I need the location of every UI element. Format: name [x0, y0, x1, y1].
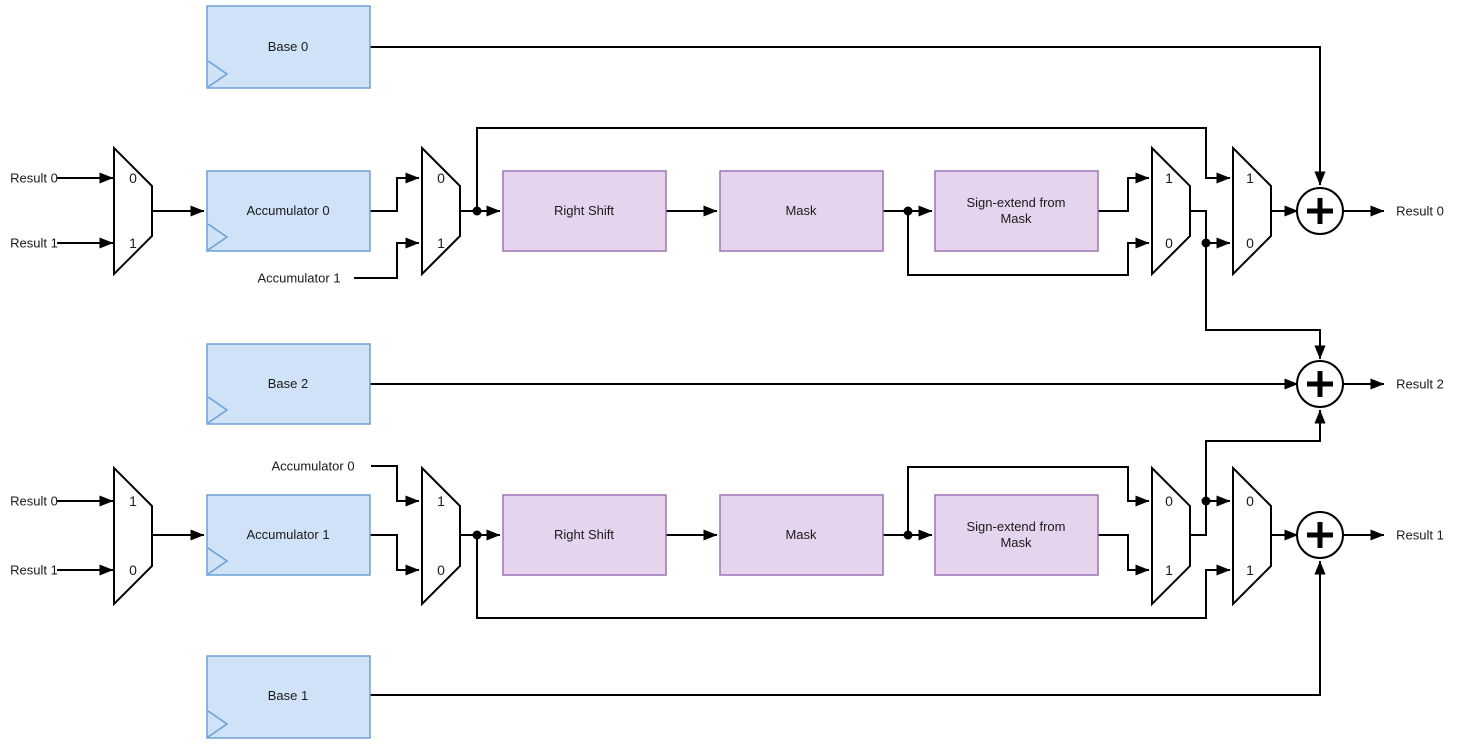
- clock-triangle-base1: [207, 710, 229, 738]
- wire-bottom-signextend-to-mux-signsel-1: [1097, 534, 1150, 576]
- feed-accumulator1-label: Accumulator 1: [257, 270, 341, 286]
- clock-triangle-base2: [207, 396, 229, 424]
- clock-triangle-base0: [207, 60, 229, 88]
- mux-top-input-sel-1: 1: [129, 235, 137, 251]
- input-top-result0-label: Result 0: [10, 170, 58, 186]
- mux-top-bypass[interactable]: [1232, 145, 1272, 277]
- mux-bottom-input-sel-0: 0: [129, 562, 137, 578]
- mux-top-accsel[interactable]: [421, 145, 461, 277]
- mux-bottom-accsel-sel-1: 1: [437, 493, 445, 509]
- register-base1[interactable]: [206, 655, 371, 739]
- clock-triangle-accumulator0: [207, 223, 229, 251]
- mux-bottom-signsel-sel-0: 0: [1165, 493, 1173, 509]
- operation-sign-extend-bottom[interactable]: [934, 494, 1099, 576]
- mux-bottom-bypass-sel-1: 1: [1246, 562, 1254, 578]
- input-bottom-result1-label: Result 1: [10, 562, 58, 578]
- wire-top-signextend-to-mux-signsel-1: [1097, 172, 1150, 212]
- input-bottom-result0-label: Result 0: [10, 493, 58, 509]
- mux-bottom-accsel-sel-0: 0: [437, 562, 445, 578]
- mux-bottom-signsel[interactable]: [1151, 465, 1191, 607]
- mux-top-input-sel-0: 0: [129, 170, 137, 186]
- feed-accumulator0-label: Accumulator 0: [271, 458, 355, 474]
- mux-bottom-bypass[interactable]: [1232, 465, 1272, 607]
- register-accumulator1[interactable]: [206, 494, 371, 576]
- wire-top-signsel-to-bypass-0: [1189, 210, 1231, 249]
- register-base2[interactable]: [206, 343, 371, 425]
- output-result2-label: Result 2: [1396, 376, 1444, 392]
- clock-triangle-accumulator1: [207, 547, 229, 575]
- mux-bottom-input[interactable]: [113, 465, 153, 607]
- mux-top-bypass-sel-1: 1: [1246, 170, 1254, 186]
- input-top-result1-label: Result 1: [10, 235, 58, 251]
- mux-top-signsel[interactable]: [1151, 145, 1191, 277]
- register-base0[interactable]: [206, 5, 371, 89]
- wire-acc1-to-mux-bottom-accsel-0: [369, 534, 420, 576]
- output-result0-label: Result 0: [1396, 203, 1444, 219]
- wire-top-maskraw-to-mux-signsel-0: [907, 210, 1150, 276]
- wire-acc0-to-mux-top-accsel-0: [369, 172, 420, 212]
- operation-sign-extend-top[interactable]: [934, 170, 1099, 252]
- register-accumulator0[interactable]: [206, 170, 371, 252]
- mux-top-signsel-sel-0: 0: [1165, 235, 1173, 251]
- mux-top-accsel-sel-1: 1: [437, 235, 445, 251]
- operation-right-shift-bottom[interactable]: [502, 494, 667, 576]
- wire-top-bypass-long: [476, 127, 1231, 212]
- wire-base1-to-adder-result1: [369, 560, 1326, 696]
- mux-top-accsel-sel-0: 0: [437, 170, 445, 186]
- operation-mask-top[interactable]: [719, 170, 884, 252]
- mux-bottom-accsel[interactable]: [421, 465, 461, 607]
- mux-bottom-input-sel-1: 1: [129, 493, 137, 509]
- wire-base0-to-adder-result0: [369, 46, 1326, 186]
- wire-bottom-to-adder-result2: [1205, 409, 1326, 502]
- wire-bottom-bypass-long: [476, 534, 1231, 619]
- mux-top-signsel-sel-1: 1: [1165, 170, 1173, 186]
- operation-mask-bottom[interactable]: [719, 494, 884, 576]
- mux-top-input[interactable]: [113, 145, 153, 277]
- wire-feed-acc0-to-mux-bottom-accsel-1: [371, 465, 420, 507]
- mux-top-bypass-sel-0: 0: [1246, 235, 1254, 251]
- wire-feed-acc1-to-mux-top-accsel-1: [354, 237, 420, 279]
- mux-bottom-signsel-sel-1: 1: [1165, 562, 1173, 578]
- wire-top-to-adder-result2: [1205, 242, 1326, 360]
- mux-bottom-bypass-sel-0: 0: [1246, 493, 1254, 509]
- output-result1-label: Result 1: [1396, 527, 1444, 543]
- operation-right-shift-top[interactable]: [502, 170, 667, 252]
- wire-bottom-signsel-to-bypass-0: [1189, 495, 1231, 536]
- wire-bottom-maskraw-to-mux-signsel-0: [907, 466, 1150, 536]
